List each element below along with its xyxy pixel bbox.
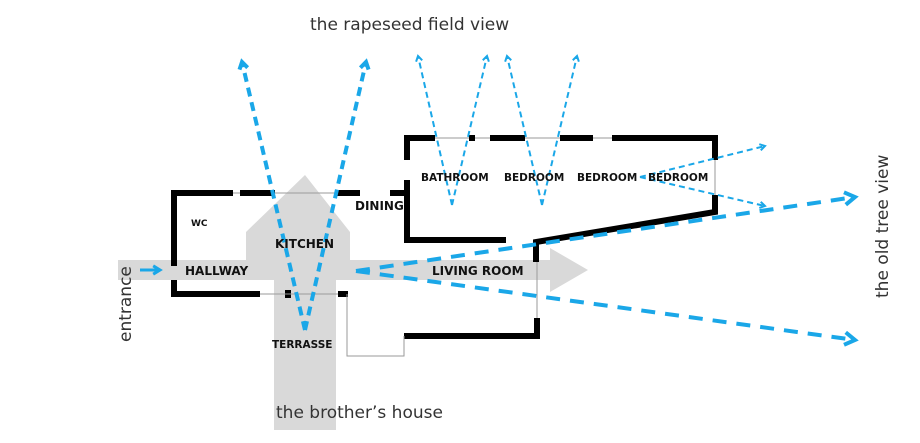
walls — [171, 135, 718, 339]
vertical-flow-arrow — [246, 175, 350, 430]
view-lines — [140, 54, 859, 347]
wall-segment — [171, 280, 260, 297]
view-line-bedroom-left — [506, 55, 543, 206]
wall-segment — [612, 135, 718, 160]
room-label-bathroom: BATHROOM — [421, 172, 489, 184]
view-line-kitchen-left-head — [237, 58, 250, 71]
view-line-kitchen-right-head — [358, 58, 371, 71]
horizontal-flow-arrow — [118, 248, 588, 292]
room-label-terrasse: TERRASSE — [272, 339, 332, 351]
room-label-living-room: LIVING ROOM — [432, 264, 524, 278]
view-line-living-room-up — [355, 195, 856, 273]
view-line-bathroom-left — [417, 55, 453, 206]
view-line-bedroom-right-head — [572, 54, 580, 63]
view-line-bedroom-east-down — [639, 176, 766, 207]
view-line-living-room-up-head — [843, 190, 859, 207]
wall-segment — [533, 195, 718, 262]
brothers-house-label: the brother’s house — [276, 403, 443, 423]
view-line-bathroom-right — [451, 55, 488, 206]
wall-segment — [171, 190, 233, 266]
wall-segment — [404, 318, 540, 339]
room-label-bedroom-2: BEDROOM — [577, 172, 637, 184]
view-line-bathroom-right-head — [482, 54, 490, 63]
room-label-bedroom-1: BEDROOM — [504, 172, 564, 184]
view-line-kitchen-right — [303, 61, 368, 331]
view-line-bedroom-east-up-head — [758, 143, 767, 151]
view-line-bedroom-right — [541, 55, 578, 206]
room-label-bedroom-3: BEDROOM — [648, 172, 708, 184]
view-line-kitchen-left — [240, 61, 307, 331]
view-line-bedroom-east-up — [639, 145, 766, 178]
entrance-arrow-head — [152, 264, 163, 276]
terrace-outline — [346, 294, 405, 357]
view-line-bedroom-east-down-head — [758, 201, 767, 209]
view-line-living-room-down — [355, 269, 856, 342]
room-label-kitchen: KITCHEN — [275, 237, 334, 251]
wall-segment — [404, 180, 506, 243]
room-label-hallway: HALLWAY — [185, 264, 249, 278]
circulation-flows — [118, 175, 588, 430]
room-label-wc: WC — [191, 219, 208, 229]
rapeseed-field-view-label: the rapeseed field view — [310, 15, 509, 35]
room-label-dining: DINING — [355, 199, 404, 213]
view-line-living-room-down-head — [843, 330, 859, 347]
view-line-bedroom-left-head — [504, 54, 512, 63]
thin-lines — [233, 137, 716, 357]
wall-segment — [404, 135, 435, 160]
old-tree-view-label: the old tree view — [873, 155, 893, 298]
view-line-bathroom-left-head — [415, 54, 423, 63]
entrance-label: entrance — [116, 266, 136, 342]
